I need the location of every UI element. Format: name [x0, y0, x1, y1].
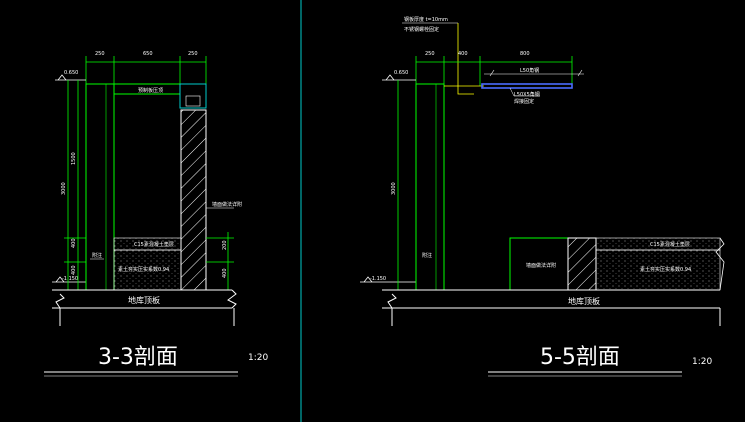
- dim-side-total-right: 3000: [391, 182, 397, 195]
- ground-slab: [52, 289, 237, 326]
- label-bar-note-1: L50X5角钢: [514, 91, 540, 98]
- dim-top-2: 650: [143, 51, 153, 57]
- label-fill-lower-right: 素土夯实压实系数0.94: [640, 266, 691, 273]
- fill-lower-layer-right: [595, 249, 721, 291]
- hatched-wall: [180, 109, 207, 291]
- dim-top-1: 250: [95, 51, 105, 57]
- label-left-mark: 附注: [92, 252, 102, 259]
- section-title-5-5: 5-5剖面: [540, 345, 620, 370]
- note-line-1: 钢板厚度 t=10mm: [404, 16, 448, 23]
- scale-label-right: 1:20: [692, 357, 712, 367]
- label-fill-lower: 素土夯实压实系数0.94: [118, 266, 169, 273]
- level-marker-top-right: [382, 74, 416, 81]
- label-right-wall: 墙面做法详附: [212, 201, 242, 208]
- level-top-label-right: 0.650: [394, 70, 408, 76]
- cap-block: [179, 83, 207, 109]
- label-box: 墙面做法详附: [526, 262, 556, 269]
- ground-slab-right: [382, 289, 721, 326]
- right-dimension-chain: [206, 232, 234, 290]
- label-ground-slab-right: 地库顶板: [568, 296, 600, 306]
- break-mark-right: [715, 237, 725, 291]
- note-leader: [457, 23, 474, 95]
- label-left-mark-right: 附注: [422, 252, 432, 259]
- dim-top-3: 250: [188, 51, 198, 57]
- label-bar-note-2: 焊接固定: [514, 98, 534, 105]
- level-bottom-label-right: -1.150: [370, 276, 386, 282]
- arrow-left-stem: [489, 69, 495, 77]
- dim-side-total: 3000: [61, 182, 67, 195]
- label-top-band: 预制板压顶: [138, 87, 163, 94]
- dim-side-lower-1: 400: [71, 238, 77, 248]
- section-5-5: 钢板厚度 t=10mm 不锈钢螺栓固定 250 400 800 0.650 -1…: [360, 16, 725, 377]
- label-fill-upper-right: C15素混凝土垫层: [650, 241, 690, 248]
- label-fill-upper: C15素混凝土垫层: [134, 241, 174, 248]
- level-marker-top: [55, 74, 86, 81]
- side-dimension-chain: [64, 80, 86, 290]
- top-dimension-chain-right: [415, 56, 573, 86]
- section-title-3-3: 3-3剖面: [98, 345, 178, 370]
- dim-side-upper: 1500: [71, 152, 77, 165]
- hatched-wall-right: [567, 237, 597, 291]
- label-bar: L50角钢: [520, 67, 539, 74]
- steel-bar: [481, 83, 573, 89]
- level-marker-bottom-right: [360, 276, 416, 283]
- level-top-label: 0.650: [64, 70, 78, 76]
- bar-leader: [509, 87, 540, 97]
- cap-inner: [185, 95, 201, 107]
- dim-top-right-2: 400: [458, 51, 468, 57]
- arrow-right-stem: [577, 69, 583, 77]
- dim-right-1: 200: [222, 240, 228, 250]
- level-marker-bottom: [52, 276, 86, 283]
- level-bottom-label: -1.150: [62, 276, 78, 282]
- dim-side-lower-2: 400: [71, 265, 77, 275]
- dim-top-right-3: 800: [520, 51, 530, 57]
- scale-label-left: 1:20: [248, 353, 268, 363]
- label-ground-slab: 地库顶板: [128, 295, 160, 305]
- top-dimension-chain: [85, 56, 207, 86]
- section-3-3: 250 650 250 0.650 -1.150 3000 1500 400 4…: [44, 51, 268, 377]
- note-line-2: 不锈钢螺栓固定: [404, 26, 439, 33]
- dim-right-2: 400: [222, 268, 228, 278]
- dim-top-right-1: 250: [425, 51, 435, 57]
- right-pillar: [415, 83, 445, 291]
